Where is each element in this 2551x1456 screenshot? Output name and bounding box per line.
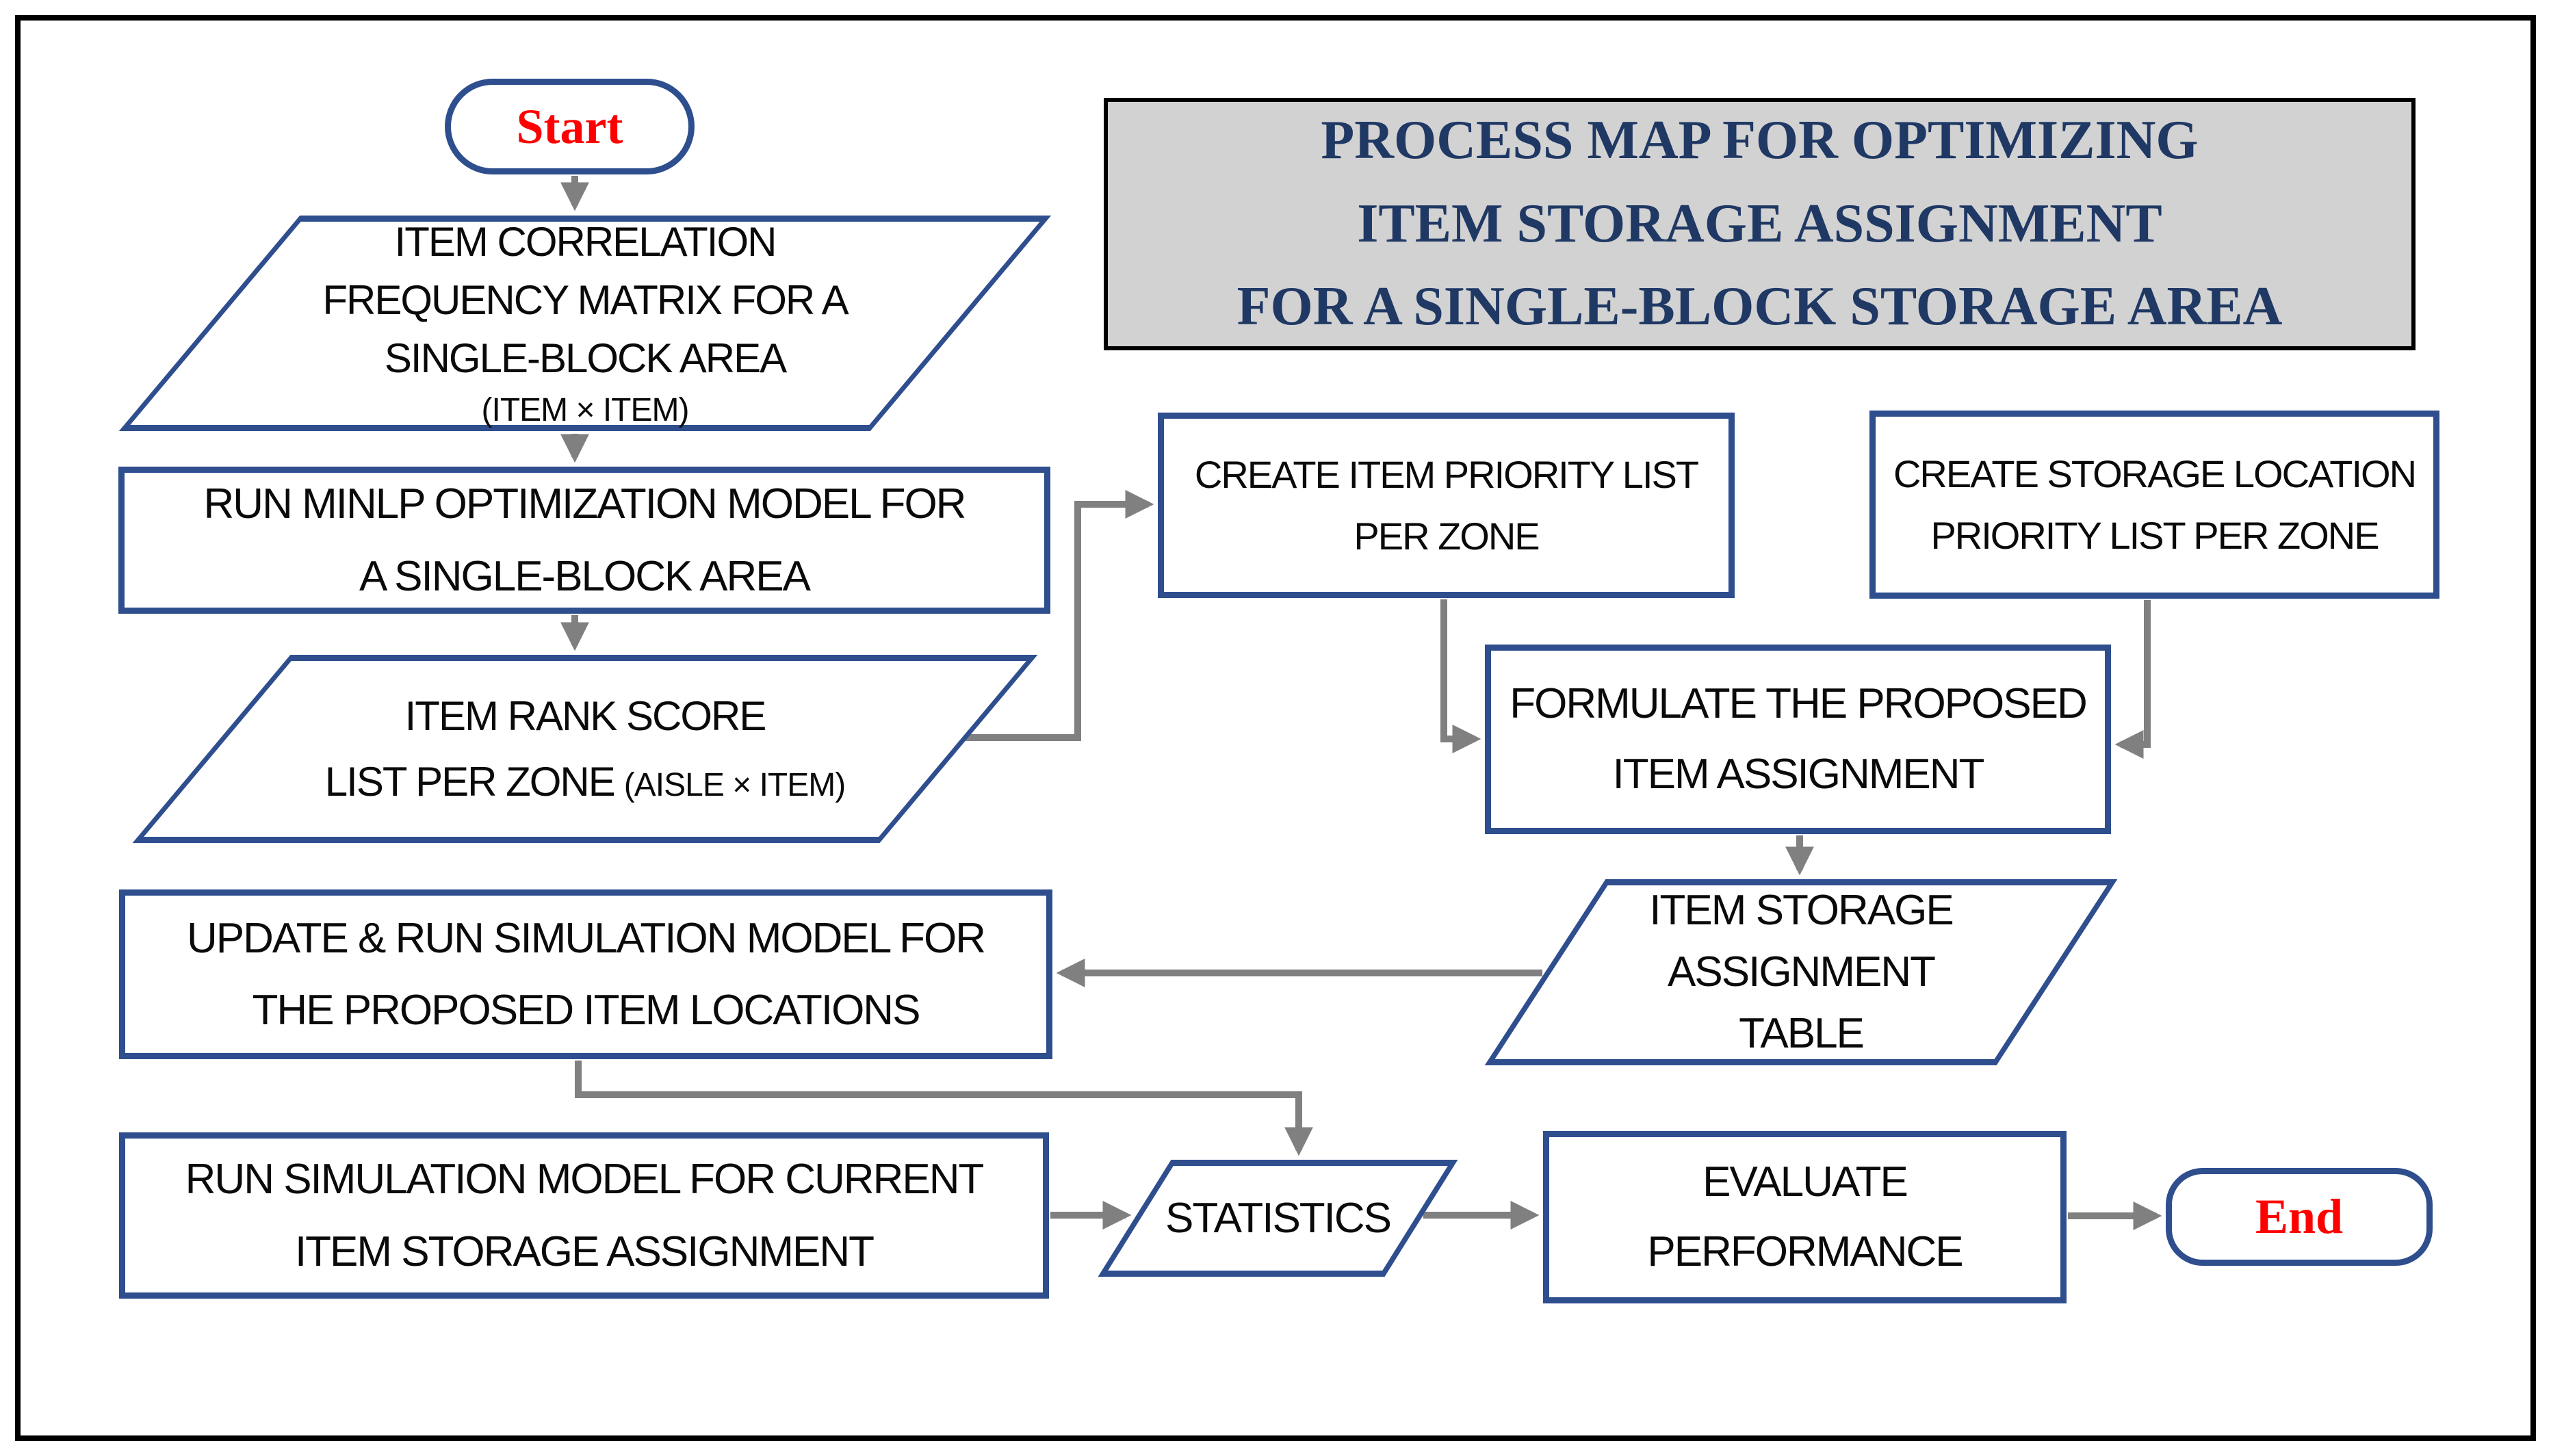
diagram-title-text: PROCESS MAP FOR OPTIMIZING ITEM STORAGE … (1236, 110, 2283, 337)
create-storage-priority-node: CREATE STORAGE LOCATION PRIORITY LIST PE… (1869, 411, 2439, 599)
node-line: LIST PER ZONE(AISLE × ITEM) (324, 758, 846, 805)
node-line: SINGLE-BLOCK AREA (384, 335, 786, 382)
node-line: STATISTICS (1165, 1195, 1391, 1242)
node-line: ASSIGNMENT (1668, 948, 1934, 996)
update-run-simulation-node: UPDATE & RUN SIMULATION MODEL FOR THE PR… (119, 889, 1052, 1059)
node-line: THE PROPOSED ITEM LOCATIONS (252, 987, 921, 1034)
node-line: PERFORMANCE (1647, 1228, 1963, 1275)
node-line: ITEM ASSIGNMENT (1612, 750, 1985, 798)
node-line: RUN SIMULATION MODEL FOR CURRENT (185, 1156, 985, 1204)
start-label: Start (516, 99, 623, 154)
node-line: ITEM CORRELATION (394, 218, 776, 265)
node-line: CREATE STORAGE LOCATION (1893, 452, 2417, 495)
diagram-title: PROCESS MAP FOR OPTIMIZING ITEM STORAGE … (1104, 98, 2416, 350)
node-line: CREATE ITEM PRIORITY LIST (1194, 452, 1699, 496)
end-label: End (2255, 1189, 2344, 1244)
start-node: Start (445, 79, 695, 174)
create-item-priority-node: CREATE ITEM PRIORITY LIST PER ZONE (1158, 413, 1735, 598)
node-line: PER ZONE (1354, 514, 1540, 558)
item-rank-score-node: ITEM RANK SCORE LIST PER ZONE(AISLE × IT… (132, 655, 1038, 843)
node-line: PRIORITY LIST PER ZONE (1930, 513, 2379, 557)
node-line: TABLE (1739, 1009, 1863, 1057)
node-line: UPDATE & RUN SIMULATION MODEL FOR (186, 914, 986, 962)
assignment-table-node: ITEM STORAGE ASSIGNMENT TABLE (1484, 879, 2118, 1065)
run-minlp-node: RUN MINLP OPTIMIZATION MODEL FOR A SINGL… (118, 467, 1050, 614)
statistics-node: STATISTICS (1098, 1160, 1458, 1277)
diagram-border (15, 15, 2536, 1441)
end-node: End (2166, 1168, 2433, 1266)
node-note: (ITEM × ITEM) (481, 392, 689, 429)
node-line: FREQUENCY MATRIX FOR A (322, 276, 848, 323)
run-simulation-current-node: RUN SIMULATION MODEL FOR CURRENT ITEM ST… (119, 1132, 1049, 1299)
node-line: EVALUATE (1702, 1158, 1908, 1206)
node-line: RUN MINLP OPTIMIZATION MODEL FOR (203, 480, 967, 528)
node-note: (AISLE × ITEM) (623, 766, 846, 803)
evaluate-performance-node: EVALUATE PERFORMANCE (1543, 1131, 2067, 1303)
node-line: FORMULATE THE PROPOSED (1510, 680, 2087, 728)
formulate-assignment-node: FORMULATE THE PROPOSED ITEM ASSIGNMENT (1485, 645, 2111, 834)
node-line: ITEM RANK SCORE (404, 692, 766, 739)
item-correlation-matrix-node: ITEM CORRELATION FREQUENCY MATRIX FOR A … (118, 216, 1052, 431)
node-line: A SINGLE-BLOCK AREA (359, 552, 811, 600)
node-line: ITEM STORAGE ASSIGNMENT (294, 1227, 875, 1275)
node-line: ITEM STORAGE (1649, 887, 1953, 935)
